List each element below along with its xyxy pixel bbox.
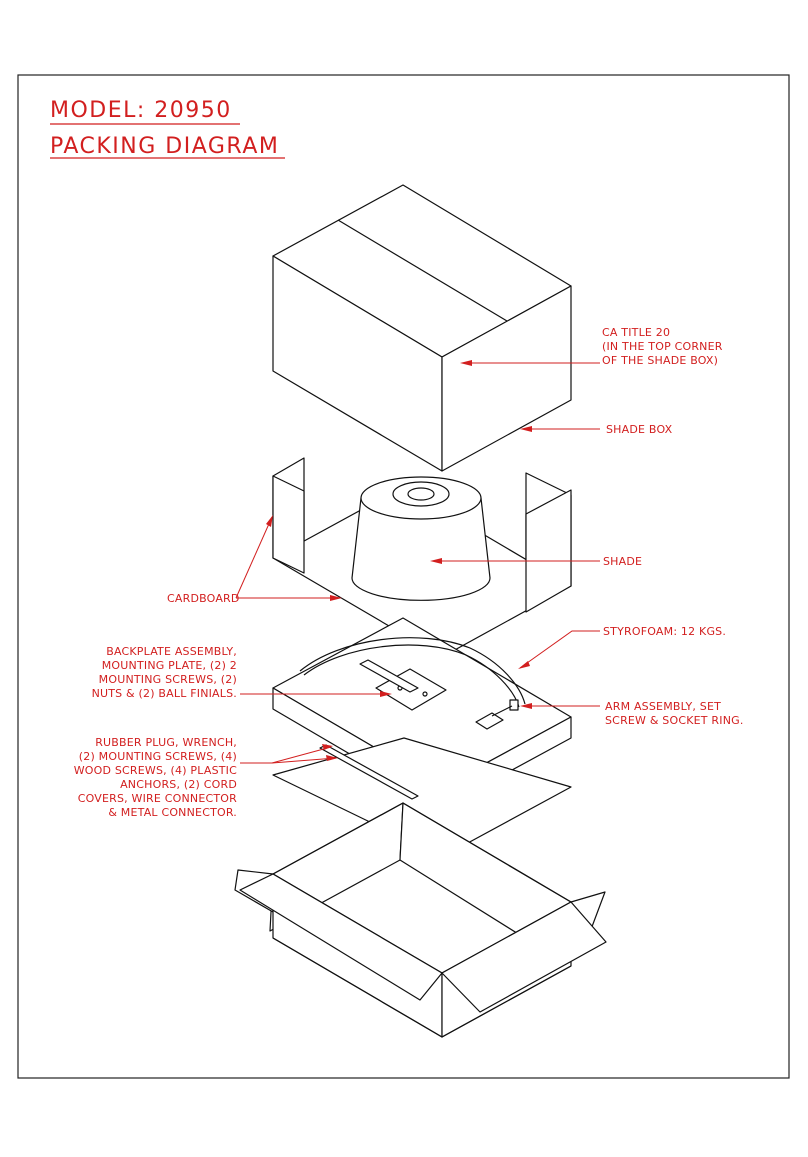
arrow-shade: [430, 558, 442, 564]
label-ca-title: CA TITLE 20 (IN THE TOP CORNER OF THE SH…: [602, 326, 723, 367]
label-hardware-line3: WOOD SCREWS, (4) PLASTIC: [74, 764, 237, 777]
lamp-shade: [351, 476, 491, 601]
leaders: [235, 360, 600, 764]
label-styrofoam: STYROFOAM: 12 KGS.: [603, 625, 726, 638]
label-cardboard: CARDBOARD: [167, 592, 240, 605]
label-arm-line1: ARM ASSEMBLY, SET: [605, 700, 721, 713]
arrow-arm: [520, 703, 532, 709]
arrow-cardboard-2: [330, 595, 342, 601]
label-hardware-line2: (2) MOUNTING SCREWS, (4): [79, 750, 237, 763]
shade-box-tape: [337, 219, 508, 322]
arm-connector: [491, 705, 513, 717]
label-ca-title-line1: CA TITLE 20: [602, 326, 670, 339]
arm-end-knob: [509, 699, 519, 711]
label-ca-title-line3: OF THE SHADE BOX): [602, 354, 718, 367]
carton-front-left-flap: [239, 873, 443, 1001]
label-ca-title-line2: (IN THE TOP CORNER: [602, 340, 723, 353]
label-shade-box: SHADE BOX: [606, 423, 673, 436]
label-backplate-line3: MOUNTING SCREWS, (2): [99, 673, 237, 686]
title-packing: PACKING DIAGRAM: [50, 134, 279, 159]
arm-recess-outer: [299, 637, 526, 705]
socket-part: [475, 712, 504, 730]
carton-front-right-flap: [441, 901, 607, 1013]
label-backplate-line4: NUTS & (2) BALL FINIALS.: [92, 687, 237, 700]
label-backplate-line1: BACKPLATE ASSEMBLY,: [106, 645, 237, 658]
drawing-border: [17, 74, 790, 1079]
label-shade: SHADE: [603, 555, 642, 568]
shade-top-rim: [360, 476, 482, 520]
label-backplate-line2: MOUNTING PLATE, (2) 2: [102, 659, 237, 672]
label-rubber-plug: RUBBER PLUG, WRENCH, (2) MOUNTING SCREWS…: [74, 736, 237, 819]
arrow-hardware-2: [326, 755, 338, 761]
leader-hardware-2: [271, 757, 337, 764]
leader-cardboard-1: [235, 516, 273, 599]
label-arm-assembly: ARM ASSEMBLY, SET SCREW & SOCKET RING.: [605, 700, 744, 727]
cardboard-wall-left: [272, 475, 305, 574]
arrow-backplate: [380, 691, 392, 697]
arrow-cardboard-1: [266, 515, 273, 527]
arrow-shade-box: [520, 426, 532, 432]
shade-top-fitter: [392, 481, 450, 507]
arm-recess-inner: [303, 644, 520, 708]
shade-fitter-hole: [407, 487, 435, 501]
label-hardware-line1: RUBBER PLUG, WRENCH,: [95, 736, 237, 749]
label-arm-line2: SCREW & SOCKET RING.: [605, 714, 744, 727]
arrow-styrofoam: [518, 661, 530, 669]
title-block: MODEL: 20950 PACKING DIAGRAM: [50, 98, 285, 159]
label-hardware-line4: ANCHORS, (2) CORD: [120, 778, 237, 791]
leader-hardware-3: [271, 746, 332, 764]
label-backplate: BACKPLATE ASSEMBLY, MOUNTING PLATE, (2) …: [92, 645, 237, 700]
arrow-hardware-3: [322, 744, 333, 750]
backplate-hole-2: [422, 691, 428, 697]
shade-body: [351, 497, 491, 601]
arrow-ca-title: [460, 360, 472, 366]
shade-box-right-face: [441, 285, 572, 472]
label-hardware-line6: & METAL CONNECTOR.: [108, 806, 237, 819]
carton-bottom-edge: [272, 937, 572, 1038]
cardboard-wall-right: [525, 489, 572, 613]
leader-styrofoam: [519, 630, 600, 669]
backplate-slot: [359, 659, 419, 693]
title-model: MODEL: 20950: [50, 98, 232, 123]
outer-carton: [234, 802, 607, 1038]
hardware-sheet: [272, 737, 572, 858]
label-hardware-line5: COVERS, WIRE CONNECTOR: [78, 792, 237, 805]
shade-box: [272, 184, 572, 472]
